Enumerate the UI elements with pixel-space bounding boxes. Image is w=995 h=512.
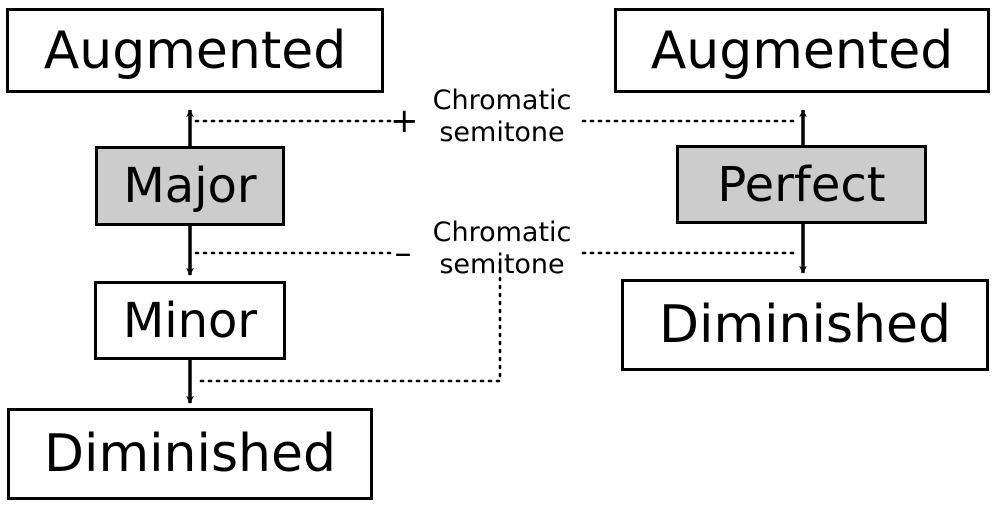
- box-label: Major: [123, 158, 257, 214]
- box-right-diminished[interactable]: Diminished: [621, 279, 989, 371]
- raise-sign: +: [390, 101, 419, 141]
- box-label: Minor: [122, 292, 258, 349]
- box-label: Augmented: [43, 20, 347, 81]
- box-label: Perfect: [717, 156, 886, 213]
- box-label: Diminished: [658, 295, 952, 355]
- box-label: Diminished: [43, 424, 337, 484]
- raise-annotation-line2: semitone: [439, 117, 565, 148]
- lower-annotation-line1: Chromatic: [432, 217, 572, 248]
- box-left-diminished[interactable]: Diminished: [7, 408, 373, 500]
- box-left-augmented[interactable]: Augmented: [6, 8, 384, 93]
- dotted-lower-branch: [194, 260, 502, 383]
- lower-annotation-line2: semitone: [439, 249, 565, 280]
- lower-sign: –: [394, 233, 412, 273]
- raise-annotation-line1: Chromatic: [432, 85, 572, 116]
- box-right-perfect[interactable]: Perfect: [676, 145, 927, 224]
- box-right-augmented[interactable]: Augmented: [614, 8, 990, 93]
- box-left-major[interactable]: Major: [95, 146, 285, 226]
- box-label: Augmented: [650, 20, 954, 81]
- box-left-minor[interactable]: Minor: [94, 281, 286, 360]
